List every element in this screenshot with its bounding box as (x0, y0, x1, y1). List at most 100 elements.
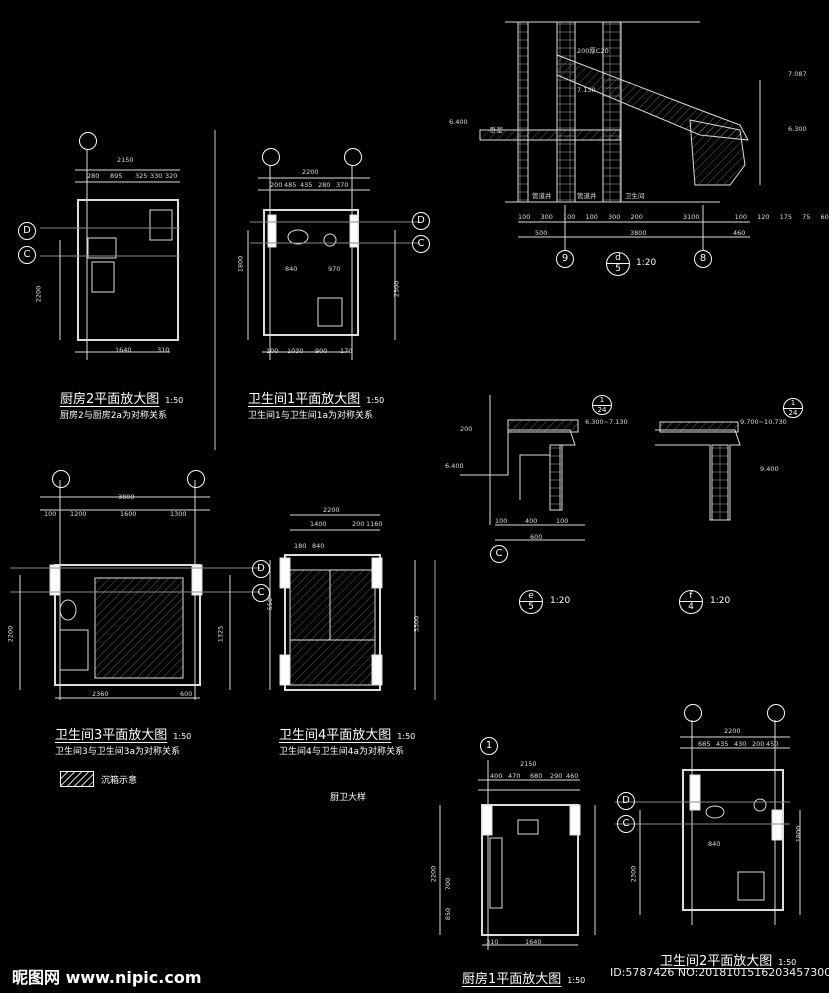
level-label: 9.700~10.730 (740, 418, 787, 426)
grid-bubble-c: C (412, 235, 430, 253)
room-label: 管道井 (532, 192, 552, 200)
dim-label: 100 (495, 517, 508, 525)
grid-bubble (79, 132, 97, 150)
dim-label: 200 (752, 740, 765, 748)
bath-1-plan (247, 165, 420, 360)
dim-label: 550 (266, 597, 275, 611)
grid-bubble-8: 8 (694, 250, 712, 268)
detail-scale: 1:20 (710, 596, 731, 606)
dim-label: 450 (766, 740, 779, 748)
dim-label: 700 (444, 877, 453, 891)
grid-bubble-9: 9 (556, 250, 574, 268)
dim-label: 200 (460, 425, 473, 433)
dim-label: 400 (525, 517, 538, 525)
dim-label: 280 (87, 172, 100, 180)
drawing-subtitle: 卫生间1与卫生间1a为对称关系 (248, 411, 373, 421)
room-label: 卧室 (490, 126, 503, 134)
grid-bubble-d: D (252, 560, 270, 578)
level-label: 6.400 (449, 118, 468, 126)
dim-label: 2200 (302, 168, 319, 176)
dim-label: 2150 (520, 760, 537, 768)
section-scale: 1:20 (636, 258, 657, 268)
dim-label: 895 (110, 172, 123, 180)
dim-label: 3300 (412, 615, 421, 633)
level-label: 9.400 (760, 465, 779, 473)
dim-label: 1160 (366, 520, 383, 528)
legend-hatch-swatch (60, 771, 94, 787)
grid-bubble-c: C (18, 246, 36, 264)
level-label: 6.300 (788, 125, 807, 133)
grid-bubble (52, 470, 70, 488)
room-label: 卫生间 (625, 192, 645, 200)
kitchen-1-plan (439, 760, 596, 950)
grid-bubble (684, 704, 702, 722)
bath-2-plan (615, 720, 801, 925)
grid-bubble-d: D (18, 222, 36, 240)
dim-label: 320 (165, 172, 178, 180)
dim-label: 1200 (70, 510, 87, 518)
grid-bubble (344, 148, 362, 166)
dim-label: 435 (300, 181, 313, 189)
grid-bubble (767, 704, 785, 722)
dim-label: 2200 (724, 727, 741, 735)
dim-label: 850 (444, 907, 453, 921)
sheet-caption: 厨卫大样 (330, 793, 367, 803)
watermark: 昵图网 www.nipic.com (12, 968, 202, 987)
grid-bubble-d: D (617, 792, 635, 810)
dim-label: 470 (508, 772, 521, 780)
dim-label: 840 (285, 265, 298, 273)
dim-label: 970 (328, 265, 341, 273)
dim-label: 460 (733, 229, 746, 237)
level-label: 7.087 (788, 70, 807, 78)
dim-label: 460 (566, 772, 579, 780)
dim-label: 2200 (34, 285, 43, 303)
kitchen-2-plan (40, 150, 180, 360)
dim-label: 500 (535, 229, 548, 237)
dim-label: 1400 (310, 520, 327, 528)
dim-label: 1300 (170, 510, 187, 518)
grid-bubble-1: 1 (480, 737, 498, 755)
dim-label: 200 (270, 181, 283, 189)
grid-bubble-d: D (412, 212, 430, 230)
dim-label: 170 (340, 347, 353, 355)
dim-label: 1640 (525, 938, 542, 946)
dim-label: 1800 (236, 255, 245, 273)
dim-label: 600 (180, 690, 193, 698)
dim-label: 900 (315, 347, 328, 355)
dim-label: 280 (318, 181, 331, 189)
dim-label: 330 (150, 172, 163, 180)
dim-label: 430 (734, 740, 747, 748)
dim-label: 2150 (117, 156, 134, 164)
dim-label: 370 (336, 181, 349, 189)
dim-label: 3800 (630, 229, 647, 237)
dim-label: 1600 (120, 510, 137, 518)
grid-bubble-c: C (490, 545, 508, 563)
dim-label: 310 (486, 938, 499, 946)
level-label: 7.130 (577, 86, 596, 94)
section-note: 200厚C20 (577, 47, 609, 55)
dim-label: 100 (44, 510, 57, 518)
dim-label: 310 (157, 346, 170, 354)
grid-bubble-c: C (617, 815, 635, 833)
dim-label: 485 (284, 181, 297, 189)
dim-label: 325 (135, 172, 148, 180)
dim-label: 840 (708, 840, 721, 848)
dim-label: 100 (266, 347, 279, 355)
level-label: 6.300~7.130 (585, 418, 628, 426)
dim-label: 2360 (92, 690, 109, 698)
grid-bubble-c: C (252, 584, 270, 602)
detail-scale: 1:20 (550, 596, 571, 606)
dim-label: 100 (556, 517, 569, 525)
drawing-subtitle: 卫生间4与卫生间4a为对称关系 (279, 747, 404, 757)
dim-label: 1640 (115, 346, 132, 354)
